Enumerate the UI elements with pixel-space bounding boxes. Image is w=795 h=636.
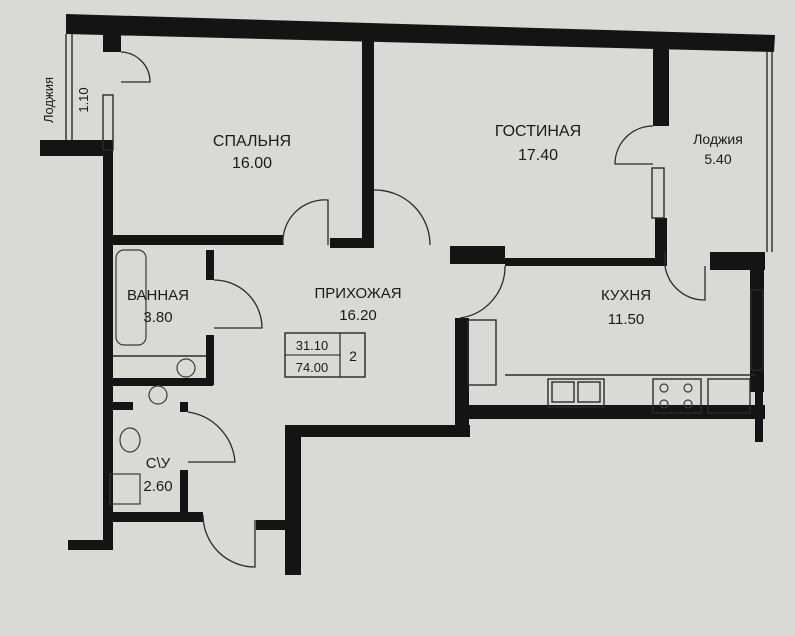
toilet [119,427,141,453]
kitchen-name: КУХНЯ [601,287,651,304]
loggia-left-door [120,51,151,83]
bedroom-bottom-wall [113,235,283,245]
bathroom-area: 3.80 [143,309,172,326]
bottom-left-wall [68,540,113,550]
top-outer-wall [66,14,775,52]
kitchen-loggia-door [664,265,706,301]
hall-cabinet [467,319,497,386]
living-door [373,189,431,246]
bath-bottom-wall [113,378,213,386]
bedroom-bottom-wall-right [330,238,370,248]
hall-kitchen-wall [455,318,469,430]
living-loggia-wall-low [655,218,667,266]
walls [40,14,775,575]
bathroom-name: ВАННАЯ [127,287,189,304]
kitchen-right-wall [750,252,764,392]
shower-tray [109,473,141,505]
bath-right-wall [206,250,214,280]
bedroom-door [282,199,329,246]
hall-bottom-wall [285,425,470,437]
bedroom-window [102,94,114,151]
living-loggia-wall [653,44,669,126]
wc-sink [148,385,168,405]
living-kitchen-wall [450,246,505,264]
entrance-bottom-left [256,520,296,530]
thin-lines [65,34,773,505]
wc-right-wall-low [180,470,188,522]
loggia-left-bottom-wall [40,140,113,156]
kitchen-window [750,289,764,371]
loggia-left-name: Лоджия [41,77,56,123]
kitchen-sink [547,378,605,408]
entrance-door [202,514,256,568]
living-area: 17.40 [518,147,558,164]
hall-area: 16.20 [339,307,377,324]
doors [120,51,706,568]
kitchen-door [459,265,506,319]
living-kitchen-wall-thin [505,258,665,266]
hall-name: ПРИХОЖАЯ [314,285,401,302]
left-outer-wall [103,150,113,545]
loggia-right-name: Лоджия [693,131,743,147]
total-area: 74.00 [296,360,329,375]
wc-right-wall [180,402,188,412]
kitchen-stove [652,378,702,414]
bath-right-wall-low [206,335,214,385]
bedroom-name: СПАЛЬНЯ [213,133,291,150]
bedroom-living-wall [362,30,374,248]
rooms-count: 2 [349,348,357,364]
kitchen-area: 11.50 [608,311,644,328]
bath-sink [176,358,196,378]
loggia-right-door [614,125,654,165]
bathtub [115,249,147,346]
wc-bottom-wall [103,512,203,522]
living-loggia-window [651,167,665,219]
bath-door [213,279,263,329]
loggia-right-area: 5.40 [704,151,731,167]
living-area-total: 31.10 [296,338,329,353]
kitchen-bottom-wall [455,405,765,419]
bedroom-area: 16.00 [232,155,272,172]
wc-name: С\У [146,455,171,472]
wc-area: 2.60 [143,478,172,495]
entrance-left-wall [285,425,301,575]
bedroom-wall-nub [103,30,121,52]
kitchen-fridge [707,378,751,414]
area-summary-box: 31.10 74.00 2 [284,332,366,378]
wc-top-wall [113,402,133,410]
wc-door [187,411,236,463]
loggia-left-area: 1.10 [76,87,91,112]
living-name: ГОСТИНАЯ [495,123,581,140]
